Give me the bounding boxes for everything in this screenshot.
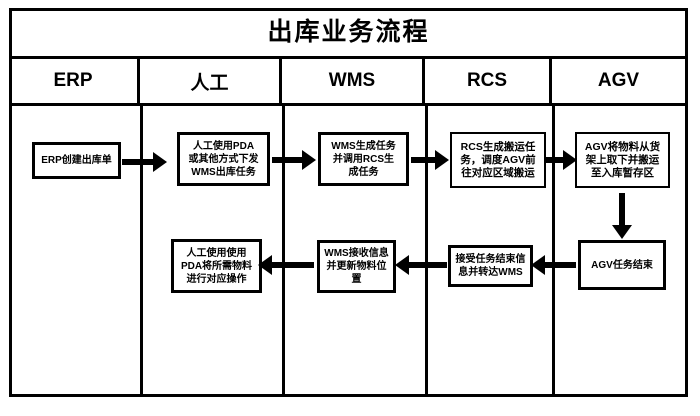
swimlane-header-erp-label: ERP xyxy=(53,70,93,91)
edge-shaft xyxy=(272,262,314,268)
node-manual-operate-material[interactable]: 人工使用使用 PDA将所需物料 进行对应操作 xyxy=(171,239,262,293)
swimlane-header-agv-label: AGV xyxy=(597,70,640,91)
swimlane-header-wms-label: WMS xyxy=(328,70,376,91)
lane-separator-erp-manual xyxy=(140,106,143,397)
edge-arrow-rcs-to-wms xyxy=(395,255,447,275)
edge-shaft xyxy=(411,157,435,163)
edge-shaft xyxy=(409,262,447,268)
edge-arrowhead xyxy=(395,255,409,275)
edge-arrowhead xyxy=(258,255,272,275)
diagram-outer-frame xyxy=(9,8,688,397)
edge-arrowhead xyxy=(153,152,167,172)
node-agv-task-finished-label: AGV任务结束 xyxy=(591,259,653,271)
node-manual-issue-wms-task[interactable]: 人工使用PDA 或其他方式下发 WMS出库任务 xyxy=(177,132,270,186)
swimlane-header-wms: WMS xyxy=(282,59,425,103)
node-agv-pick-and-transport-label: AGV将物料从货 架上取下并搬运 至入库暂存区 xyxy=(584,140,661,179)
swimlane-header-manual: 人工 xyxy=(140,59,282,103)
edge-arrowhead xyxy=(612,225,632,239)
node-rcs-receive-and-forward-label: 接受任务结束信 息并转达WMS xyxy=(455,254,526,278)
swimlane-header-rcs: RCS xyxy=(425,59,552,103)
node-wms-generate-task[interactable]: WMS生成任务 并调用RCS生 成任务 xyxy=(318,132,409,186)
edge-arrow-erp-to-manual xyxy=(122,152,167,172)
node-manual-issue-wms-task-label: 人工使用PDA 或其他方式下发 WMS出库任务 xyxy=(188,140,259,178)
lane-separator-manual-wms xyxy=(282,106,285,397)
swimlane-header-rcs-label: RCS xyxy=(466,70,508,91)
node-wms-update-material-location[interactable]: WMS接收信息 并更新物料位 置 xyxy=(317,240,396,293)
lane-separator-wms-rcs xyxy=(425,106,428,397)
edge-shaft xyxy=(619,193,625,225)
lane-separator-rcs-agv xyxy=(552,106,555,397)
edge-arrow-rcs-to-agv xyxy=(545,150,577,170)
edge-shaft xyxy=(545,262,576,268)
edge-shaft xyxy=(122,159,153,165)
edge-arrow-manual-to-wms xyxy=(272,150,316,170)
node-erp-create-outbound-order-label: ERP创建出库单 xyxy=(41,155,112,166)
edge-shaft xyxy=(545,157,563,163)
swimlane-header-row: ERP 人工 WMS RCS AGV xyxy=(9,59,688,106)
edge-arrowhead xyxy=(302,150,316,170)
node-rcs-generate-transport-task-label: RCS生成搬运任 务，调度AGV前 往对应区域搬运 xyxy=(460,140,536,179)
node-manual-operate-material-label: 人工使用使用 PDA将所需物料 进行对应操作 xyxy=(180,247,253,285)
swimlane-header-erp: ERP xyxy=(9,59,140,103)
node-agv-pick-and-transport[interactable]: AGV将物料从货 架上取下并搬运 至入库暂存区 xyxy=(575,132,670,188)
edge-arrowhead xyxy=(531,255,545,275)
node-agv-task-finished[interactable]: AGV任务结束 xyxy=(578,240,666,290)
swimlane-header-agv: AGV xyxy=(552,59,685,103)
node-rcs-receive-and-forward[interactable]: 接受任务结束信 息并转达WMS xyxy=(448,245,533,287)
node-erp-create-outbound-order[interactable]: ERP创建出库单 xyxy=(32,142,121,179)
node-wms-update-material-location-label: WMS接收信息 并更新物料位 置 xyxy=(324,248,389,285)
edge-arrow-agv-to-rcs xyxy=(531,255,576,275)
page-title: 出库业务流程 xyxy=(267,17,430,46)
node-rcs-generate-transport-task[interactable]: RCS生成搬运任 务，调度AGV前 往对应区域搬运 xyxy=(450,132,546,188)
edge-arrow-agv-down xyxy=(612,193,632,239)
edge-arrowhead xyxy=(435,150,449,170)
swimlane-header-manual-label: 人工 xyxy=(190,72,229,94)
diagram-title-band: 出库业务流程 xyxy=(9,8,688,59)
edge-arrowhead xyxy=(563,150,577,170)
edge-shaft xyxy=(272,157,302,163)
edge-arrow-wms-to-rcs xyxy=(411,150,449,170)
edge-arrow-wms-to-manual xyxy=(258,255,314,275)
node-wms-generate-task-label: WMS生成任务 并调用RCS生 成任务 xyxy=(331,140,396,178)
